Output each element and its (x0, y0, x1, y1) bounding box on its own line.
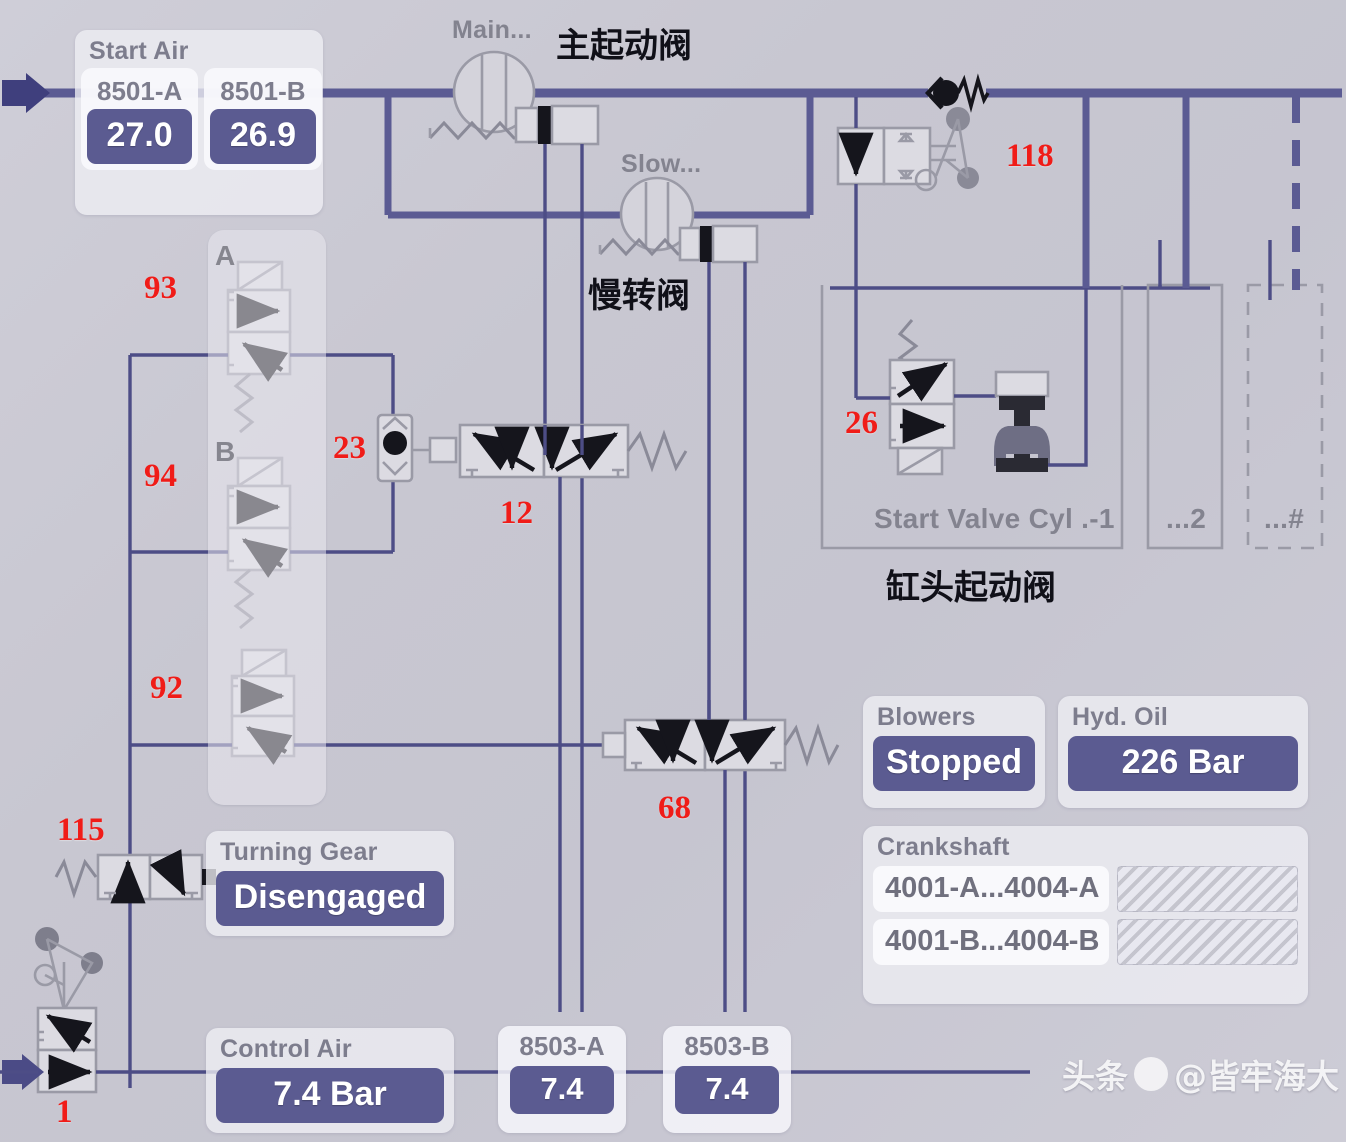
valve-block-b-label: B (215, 436, 236, 467)
start-valve-cyl-2-caption: ...2 (1166, 503, 1207, 534)
watermark-logo: 头条 (1062, 1057, 1128, 1096)
blowers-panel: Blowers Stopped (863, 696, 1045, 808)
crankshaft-panel: Crankshaft 4001-A...4004-A 4001-B...4004… (863, 826, 1308, 1004)
blowers-title: Blowers (877, 703, 976, 731)
header-check-valve-symbol (924, 73, 990, 113)
tag-1: 1 (56, 1094, 73, 1130)
crankshaft-title: Crankshaft (877, 833, 1010, 861)
main-start-valve-annotation: 主起动阀 (556, 26, 692, 66)
crankshaft-row-a[interactable]: 4001-A...4004-A (873, 866, 1298, 912)
turning-gear-panel: Turning Gear Disengaged (206, 831, 454, 936)
watermark: 头条 @皆牢海大 (1062, 1050, 1339, 1098)
tag-23: 23 (333, 430, 366, 466)
gauge-8503-b-panel[interactable]: 8503-B 7.4 (663, 1026, 791, 1133)
crankshaft-row-b-bar (1117, 919, 1298, 965)
gauge-8503-b-value: 7.4 (675, 1066, 779, 1114)
start-valve-cyl-n-frame (1246, 283, 1324, 550)
blowers-value: Stopped (873, 736, 1035, 791)
gauge-8503-a-panel[interactable]: 8503-A 7.4 (498, 1026, 626, 1133)
gauge-8501-a[interactable]: 8501-A 27.0 (81, 68, 199, 170)
pilot-valve-118-symbol (830, 97, 1210, 398)
main-valve-caption: Main... (452, 16, 532, 44)
gauge-8501-b[interactable]: 8501-B 26.9 (204, 68, 322, 170)
control-air-title: Control Air (220, 1035, 352, 1063)
slow-turn-valve-annotation: 慢转阀 (588, 276, 690, 316)
tag-118: 118 (1006, 138, 1054, 174)
gauge-8501-b-label: 8501-B (220, 76, 306, 106)
hyd-oil-title: Hyd. Oil (1072, 703, 1169, 731)
turning-gear-valve-115-symbol (54, 849, 216, 904)
crankshaft-row-b-label: 4001-B...4004-B (873, 919, 1110, 965)
pilot-valve-26-symbol (856, 319, 996, 476)
crankshaft-row-a-bar (1117, 866, 1298, 912)
gauge-8503-a-value: 7.4 (510, 1066, 614, 1114)
valve-block-a-label: A (215, 240, 236, 271)
gauge-8501-a-label: 8501-A (97, 76, 183, 106)
watermark-handle: @皆牢海大 (1174, 1057, 1339, 1096)
slow-valve-caption: Slow... (621, 150, 702, 178)
tag-94: 94 (144, 458, 177, 494)
tag-92: 92 (150, 670, 183, 706)
solenoid-stack-panel (208, 230, 326, 805)
slow-turning-valve-symbol (598, 176, 759, 1012)
control-air-panel: Control Air 7.4 Bar (206, 1028, 454, 1133)
main-start-valve-symbol (428, 50, 600, 1012)
tag-68: 68 (658, 790, 691, 826)
watermark-at-icon (1134, 1057, 1168, 1091)
gauge-8503-b-label: 8503-B (684, 1031, 770, 1061)
check-valve-23-symbol (376, 413, 458, 483)
tag-115: 115 (57, 812, 105, 848)
hyd-oil-panel: Hyd. Oil 226 Bar (1058, 696, 1308, 808)
solenoid-stack-piping (128, 353, 611, 1088)
tag-12: 12 (500, 495, 533, 531)
hyd-oil-value: 226 Bar (1068, 736, 1298, 791)
tag-26: 26 (845, 405, 878, 441)
cylinder-head-start-valve-annotation: 缸头起动阀 (886, 568, 1056, 608)
tag-93: 93 (144, 270, 177, 306)
directional-valve-12-symbol (458, 423, 688, 1012)
crankshaft-row-b[interactable]: 4001-B...4004-B (873, 919, 1298, 965)
gauge-8503-a-label: 8503-A (519, 1031, 605, 1061)
control-air-value: 7.4 Bar (216, 1068, 444, 1123)
turning-gear-value: Disengaged (216, 871, 444, 926)
crankshaft-row-a-label: 4001-A...4004-A (873, 866, 1110, 912)
secondary-air-header-pipe (384, 97, 814, 219)
turning-gear-title: Turning Gear (220, 838, 378, 866)
directional-valve-68-symbol (601, 700, 840, 1012)
start-valve-cyl-1-caption: Start Valve Cyl .-1 (874, 503, 1115, 534)
right-vertical-drops (1082, 93, 1300, 300)
start-valve-cyl-n-caption: ...# (1264, 503, 1305, 534)
gauge-8501-b-value: 26.9 (210, 109, 316, 164)
start-valve-cyl-1-frame (820, 285, 1124, 550)
start-valve-cylinder-1-symbol (994, 288, 1088, 472)
start-air-panel: Start Air 8501-A 27.0 8501-B 26.9 (75, 30, 323, 215)
gauge-8501-a-value: 27.0 (87, 109, 193, 164)
start-air-title: Start Air (89, 37, 189, 65)
